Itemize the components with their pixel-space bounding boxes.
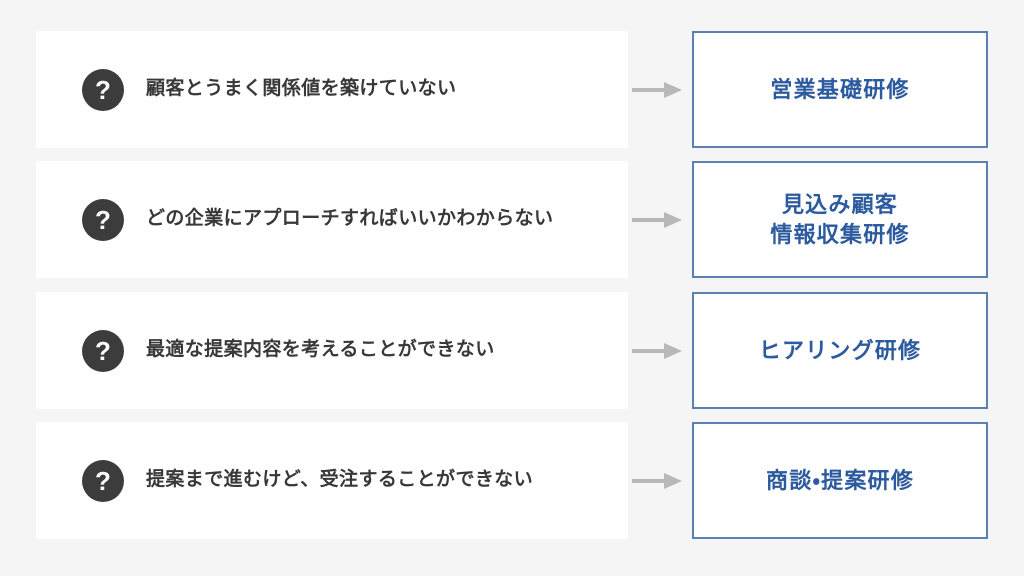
training-label: 営業基礎研修 bbox=[770, 76, 910, 102]
training-label: 商談・提案研修 bbox=[766, 467, 914, 493]
problem-text: 最適な提案内容を考えることができない bbox=[146, 339, 495, 361]
problem-card: ? どの企業にアプローチすればいいかわからない bbox=[36, 161, 628, 278]
problem-card: ? 顧客とうまく関係値を築けていない bbox=[36, 31, 628, 148]
training-label: ヒアリング研修 bbox=[758, 337, 922, 363]
arrow-right-icon bbox=[632, 342, 684, 360]
mapping-row: ? 顧客とうまく関係値を築けていない 営業基礎研修 bbox=[0, 31, 1024, 148]
training-box[interactable]: 商談・提案研修 bbox=[692, 422, 988, 539]
arrow-right-icon bbox=[632, 81, 684, 99]
arrow-right-icon bbox=[632, 211, 684, 229]
problem-card: ? 提案まで進むけど、受注することができない bbox=[36, 422, 628, 539]
training-box[interactable]: 営業基礎研修 bbox=[692, 31, 988, 148]
problem-text: 提案まで進むけど、受注することができない bbox=[146, 469, 534, 491]
training-label: 見込み顧客 情報収集研修 bbox=[770, 192, 910, 247]
training-box[interactable]: 見込み顧客 情報収集研修 bbox=[692, 161, 988, 278]
mapping-row: ? 最適な提案内容を考えることができない ヒアリング研修 bbox=[0, 292, 1024, 409]
mapping-row: ? どの企業にアプローチすればいいかわからない 見込み顧客 情報収集研修 bbox=[0, 161, 1024, 278]
question-mark-icon: ? bbox=[82, 459, 124, 502]
training-box[interactable]: ヒアリング研修 bbox=[692, 292, 988, 409]
question-mark-icon: ? bbox=[82, 198, 124, 241]
mapping-row: ? 提案まで進むけど、受注することができない 商談・提案研修 bbox=[0, 422, 1024, 539]
question-mark-icon: ? bbox=[82, 68, 124, 111]
question-mark-icon: ? bbox=[82, 329, 124, 372]
problem-card: ? 最適な提案内容を考えることができない bbox=[36, 292, 628, 409]
problem-text: どの企業にアプローチすればいいかわからない bbox=[146, 208, 554, 230]
problem-text: 顧客とうまく関係値を築けていない bbox=[146, 78, 457, 100]
arrow-right-icon bbox=[632, 472, 684, 490]
